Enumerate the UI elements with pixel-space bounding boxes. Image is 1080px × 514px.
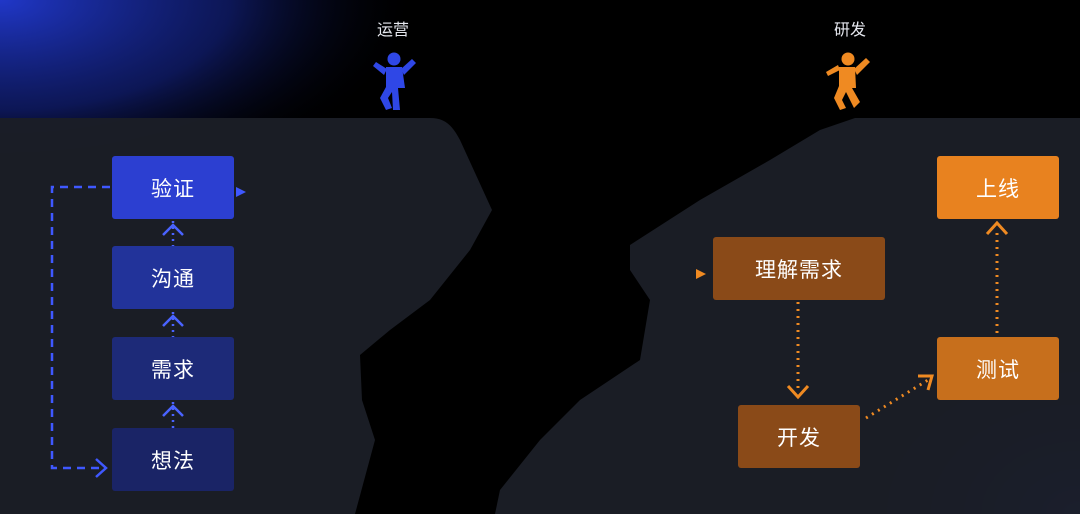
step-requirement: 需求: [112, 337, 234, 400]
operations-person-icon: [373, 52, 416, 110]
step-idea: 想法: [112, 428, 234, 491]
development-role-label: 研发: [833, 20, 866, 39]
step-understand-requirement: 理解需求: [713, 237, 885, 300]
ops-chain-connectors: [162, 221, 184, 428]
step-test: 测试: [937, 337, 1059, 400]
development-person-icon: [826, 52, 870, 110]
loop-arrowhead: [95, 458, 108, 478]
step-launch: 上线: [937, 156, 1059, 219]
step-verify: 验证: [112, 156, 234, 219]
dev-chain-connectors: [786, 220, 1009, 420]
step-develop: 开发: [738, 405, 860, 468]
operations-role-label: 运营: [376, 20, 409, 39]
step-communicate: 沟通: [112, 246, 234, 309]
development-panel: [495, 118, 1080, 514]
idea-to-verify-loop: [50, 185, 110, 470]
